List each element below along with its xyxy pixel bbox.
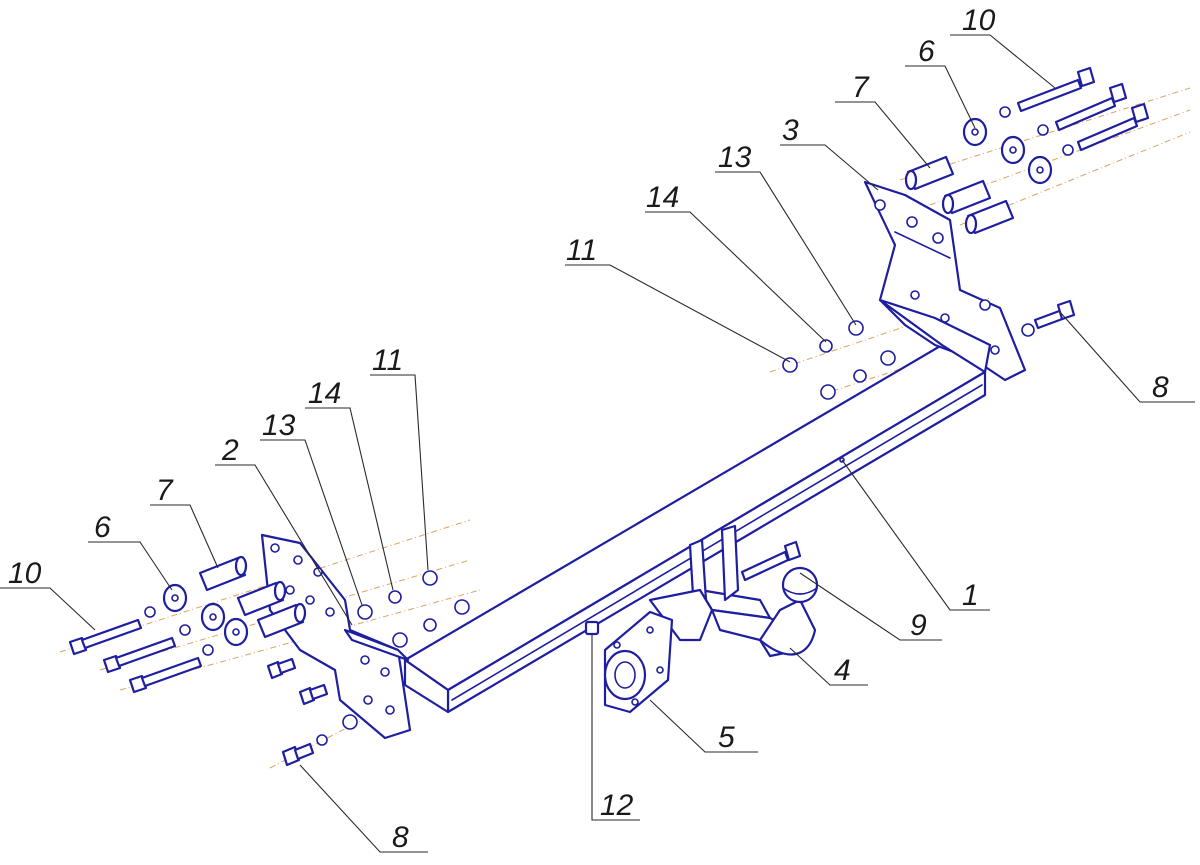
left-nuts bbox=[316, 570, 470, 746]
callout-1: 1 bbox=[962, 579, 979, 612]
callout-8-bottom: 8 bbox=[392, 821, 409, 854]
callout-8-right: 8 bbox=[1152, 371, 1169, 404]
right-long-bolts bbox=[1016, 66, 1150, 152]
callout-7-right: 7 bbox=[852, 71, 870, 104]
right-spring-washers bbox=[999, 106, 1074, 156]
leader-lines bbox=[0, 34, 1195, 853]
right-bracket bbox=[863, 180, 1027, 382]
left-spacer-tubes bbox=[198, 555, 307, 639]
tow-ball-arm bbox=[648, 524, 819, 658]
callout-6-left: 6 bbox=[94, 511, 111, 544]
socket-plate bbox=[603, 610, 674, 714]
callout-10-left: 10 bbox=[8, 557, 42, 590]
callout-7-left: 7 bbox=[156, 474, 174, 507]
callout-12: 12 bbox=[600, 789, 634, 822]
callout-3: 3 bbox=[782, 114, 799, 147]
callout-11-right: 11 bbox=[566, 234, 597, 267]
right-nuts bbox=[782, 320, 896, 400]
callout-10-right: 10 bbox=[962, 4, 996, 37]
callout-5: 5 bbox=[718, 721, 735, 754]
callout-14-left: 14 bbox=[308, 377, 341, 410]
callout-14-right: 14 bbox=[646, 181, 679, 214]
ball-bolt bbox=[740, 540, 802, 582]
callout-4: 4 bbox=[834, 654, 851, 687]
left-bracket bbox=[260, 533, 412, 740]
right-flat-washers bbox=[962, 117, 1053, 185]
callout-11-left: 11 bbox=[372, 344, 403, 377]
main-beam bbox=[403, 343, 987, 714]
left-flat-washers bbox=[162, 583, 249, 647]
socket-nut bbox=[584, 620, 600, 636]
left-short-bolts bbox=[266, 657, 329, 767]
callout-6-right: 6 bbox=[918, 35, 935, 68]
left-long-bolts bbox=[68, 618, 203, 694]
callout-9: 9 bbox=[910, 609, 927, 642]
callout-2: 2 bbox=[221, 434, 239, 467]
right-spacer-tubes bbox=[904, 155, 1015, 235]
callout-labels: 10 6 7 2 13 14 11 8 12 5 4 9 1 8 11 14 1… bbox=[8, 4, 1169, 854]
callout-13-right: 13 bbox=[718, 141, 752, 174]
left-spring-washers bbox=[144, 606, 214, 656]
callout-13-left: 13 bbox=[262, 409, 296, 442]
